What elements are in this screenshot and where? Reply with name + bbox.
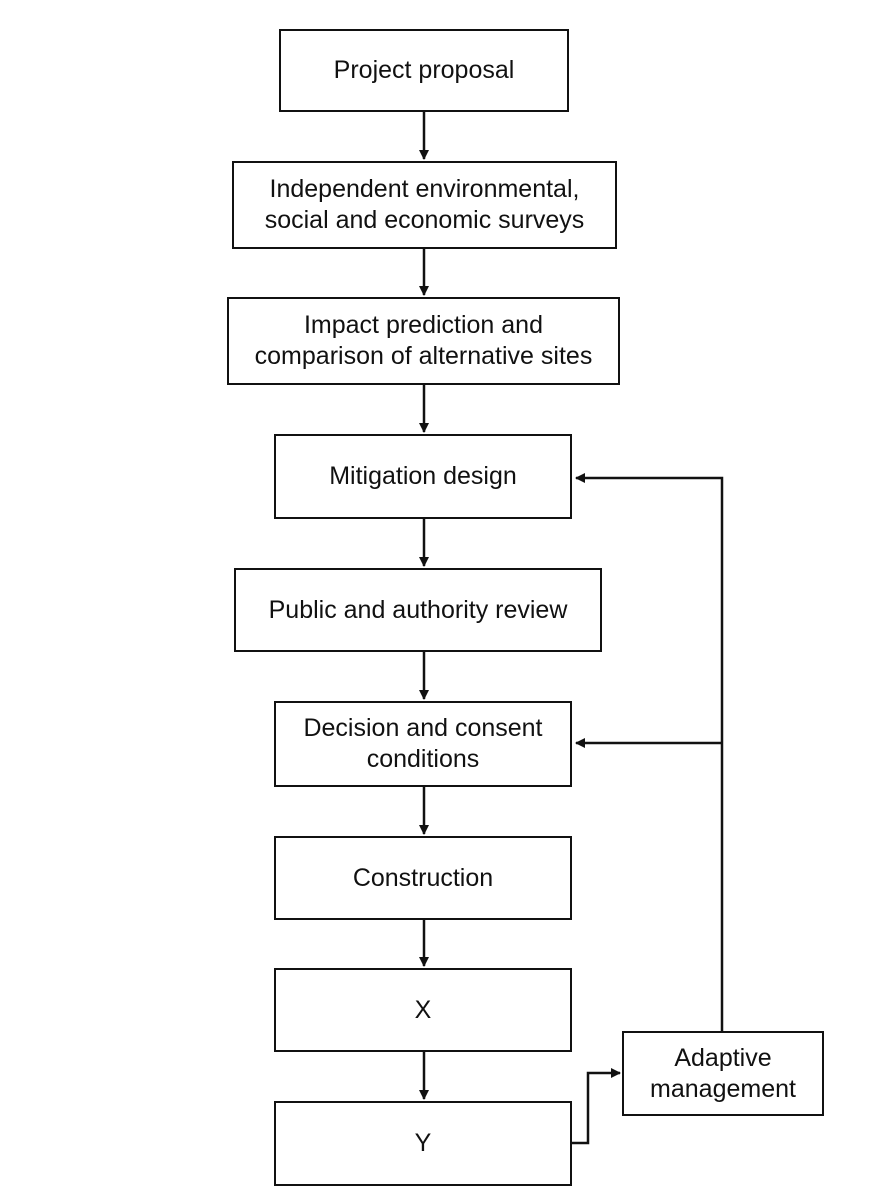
step-impact-prediction: Impact prediction and comparison of alte… bbox=[227, 297, 620, 385]
feedback-line-to-mitigation bbox=[575, 473, 724, 1031]
arrow-y-to-adaptive-management bbox=[572, 1068, 621, 1145]
step-construction: Construction bbox=[274, 836, 572, 920]
adaptive-management-box: Adaptive management bbox=[622, 1031, 824, 1116]
step-project-proposal: Project proposal bbox=[279, 29, 569, 112]
step-y: Y bbox=[274, 1101, 572, 1186]
step-x: X bbox=[274, 968, 572, 1052]
step-decision: Decision and consent conditions bbox=[274, 701, 572, 787]
step-mitigation-design: Mitigation design bbox=[274, 434, 572, 519]
step-public-review: Public and authority review bbox=[234, 568, 602, 652]
step-surveys: Independent environmental, social and ec… bbox=[232, 161, 617, 249]
